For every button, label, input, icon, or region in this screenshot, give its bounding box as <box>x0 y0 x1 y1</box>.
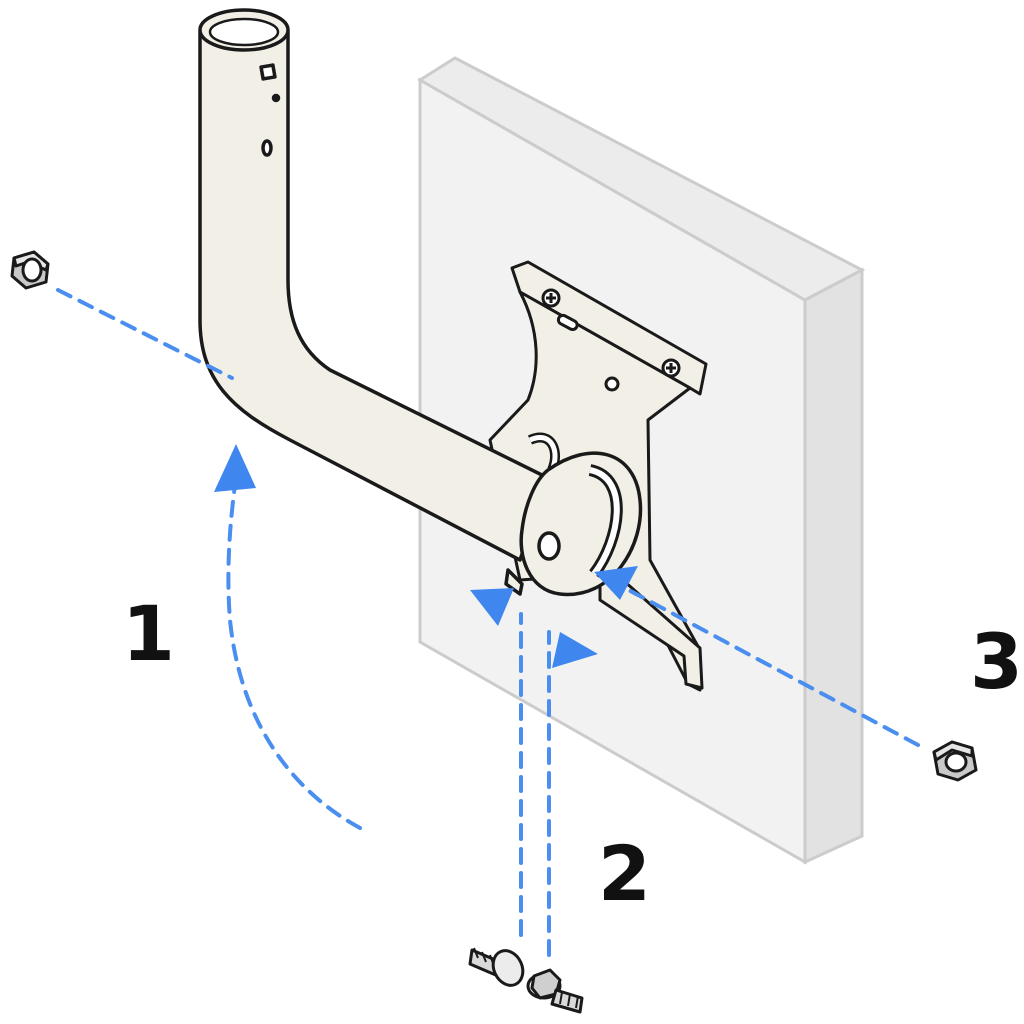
nut-icon <box>932 740 978 782</box>
pole-hole <box>271 93 281 103</box>
arm-lower-tab <box>504 568 524 596</box>
pole-square-hole <box>259 63 277 81</box>
bracket-hole <box>604 376 620 392</box>
step-number-3: 3 <box>970 617 1023 706</box>
rotation-path <box>226 476 362 830</box>
arrowheads <box>214 444 638 668</box>
arm-body <box>198 30 550 562</box>
nut-insert-arrowhead <box>594 566 638 600</box>
bracket-slot <box>556 313 579 332</box>
bolt-arrowhead-left <box>470 588 514 626</box>
pole-side-hole <box>261 139 273 157</box>
nut-icon <box>10 250 50 290</box>
screw-head-icon <box>541 288 561 308</box>
guide-lines <box>56 288 920 957</box>
guide-line-left-nut <box>56 288 234 380</box>
rotation-arrowhead <box>214 444 256 492</box>
guide-line-right-nut <box>608 578 920 747</box>
screw-head-icon <box>661 358 681 378</box>
step-number-1: 1 <box>122 589 175 678</box>
arm-end-hole <box>537 531 561 561</box>
bracket-lower-tab <box>598 558 704 690</box>
wall-side-edge <box>803 267 864 865</box>
mounting-arm <box>198 8 643 597</box>
bolt-arrowhead-right <box>552 632 598 668</box>
bolt-icon <box>468 947 525 987</box>
step-number-2: 2 <box>598 829 651 918</box>
flanged-bolt-icon <box>526 968 584 1014</box>
